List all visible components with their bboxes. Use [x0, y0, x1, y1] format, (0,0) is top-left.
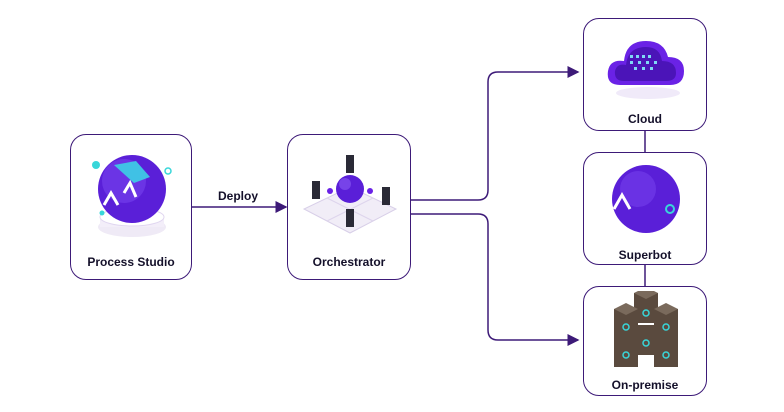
orchestrator-icon: [302, 155, 398, 234]
cloud-node: Cloud: [583, 18, 707, 131]
process-studio-globe-icon: [92, 155, 172, 237]
server-rack-icon: [614, 291, 678, 367]
cloud-label: Cloud: [628, 112, 662, 126]
cloud-arrow: [411, 66, 580, 201]
orchestrator-label: Orchestrator: [312, 255, 386, 269]
on-premise-arrow: [411, 213, 580, 346]
process-studio-label: Process Studio: [87, 255, 175, 269]
on-premise-node: On-premise: [583, 286, 707, 396]
process-studio-node: Process Studio: [70, 134, 192, 280]
superbot-node: Superbot: [583, 152, 707, 265]
superbot-sphere-icon: [612, 165, 680, 233]
superbot-label: Superbot: [618, 248, 672, 262]
orchestrator-node: Orchestrator: [287, 134, 411, 280]
cloud-icon: [607, 41, 684, 99]
on-premise-label: On-premise: [611, 378, 679, 392]
deploy-label: Deploy: [218, 189, 259, 203]
